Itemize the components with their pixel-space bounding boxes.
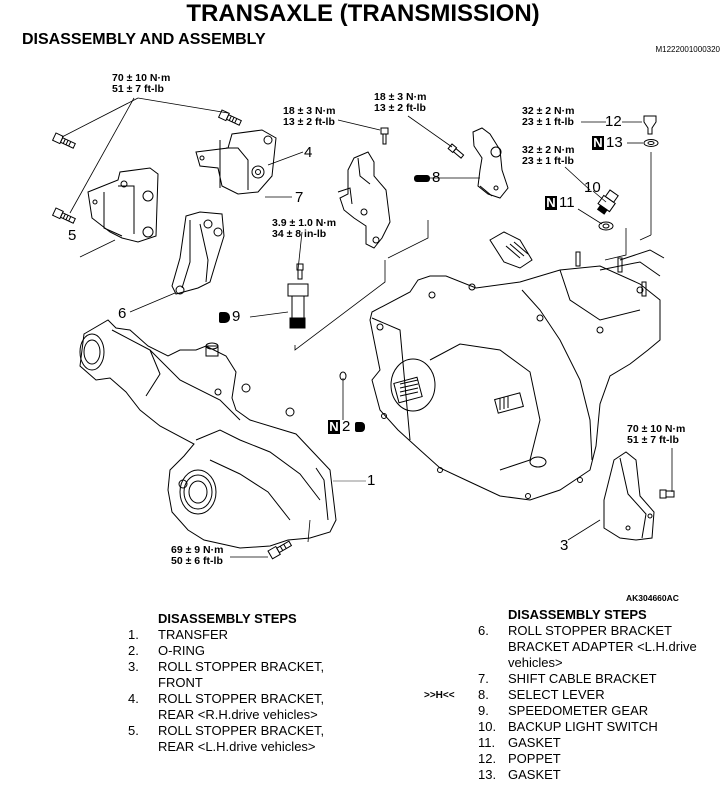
step-item: 2.O-RING (128, 643, 205, 658)
torque-spec-speedometer: 3.9 ± 1.0 N·m 34 ± 8 in-lb (272, 217, 337, 240)
torque-spec-poppet: 32 ± 2 N·m 23 ± 1 ft-lb (522, 105, 575, 128)
disassembly-steps-right: DISASSEMBLY STEPS 6.ROLL STOPPER BRACKET… (424, 607, 726, 783)
torque-spec-backup-switch: 32 ± 2 N·m 23 ± 1 ft-lb (522, 144, 575, 167)
step-item: 5.ROLL STOPPER BRACKET, (128, 723, 325, 738)
new-part-marker: N (545, 195, 557, 210)
step-item: 3.ROLL STOPPER BRACKET, (128, 659, 325, 674)
gear-oil-icon (219, 311, 230, 323)
callout-8: 8 (414, 170, 440, 186)
figure-id: AK304660AC (626, 593, 679, 603)
bolt-a (51, 132, 76, 149)
step-item: 13.GASKET (478, 767, 561, 782)
step-item: 12.POPPET (478, 751, 561, 766)
roll-stopper-bracket-rear-lh (87, 167, 159, 243)
disassembly-steps-left: DISASSEMBLY STEPS 1.TRANSFER 2.O-RING 3.… (128, 611, 388, 755)
torque-spec-shift-bracket: 18 ± 3 N·m 13 ± 2 ft-lb (283, 105, 336, 128)
section-subtitle: DISASSEMBLY AND ASSEMBLY (22, 31, 266, 48)
shift-cable-bracket (337, 151, 391, 249)
bolt-shift-bracket (380, 127, 389, 145)
step-item: 11.GASKET (478, 735, 561, 750)
bolt-select-lever (447, 143, 465, 159)
steps-heading: DISASSEMBLY STEPS (158, 611, 297, 626)
step-item: 10.BACKUP LIGHT SWITCH (478, 719, 658, 734)
callout-4: 4 (304, 144, 313, 161)
gasket-13 (643, 139, 659, 147)
step-item: 4.ROLL STOPPER BRACKET, (128, 691, 325, 706)
new-part-marker: N (592, 135, 604, 150)
leader-lines (61, 97, 673, 558)
bolt-c (51, 207, 76, 224)
roll-stopper-bracket-adapter (171, 211, 225, 295)
gasket-11 (598, 221, 614, 231)
o-ring (339, 371, 347, 381)
document-id: M1222001000320 (655, 45, 720, 54)
grease-gun-icon (414, 174, 430, 182)
service-point-marker: >>H<< (424, 690, 455, 701)
step-item: 6.ROLL STOPPER BRACKET (478, 623, 672, 638)
step-item: 1.TRANSFER (128, 627, 229, 642)
callout-6: 6 (118, 305, 127, 322)
torque-spec-front-bracket: 70 ± 10 N·m 51 ± 7 ft-lb (627, 423, 686, 446)
gear-oil-icon (354, 422, 365, 433)
step-item: 7.SHIFT CABLE BRACKET (478, 671, 657, 686)
callout-9: 9 (219, 309, 240, 325)
page-title: TRANSAXLE (TRANSMISSION) (186, 0, 540, 27)
exploded-view-diagram (51, 97, 675, 560)
callout-1: 1 (367, 472, 376, 489)
backup-light-switch (596, 189, 619, 215)
steps-heading: DISASSEMBLY STEPS (508, 607, 647, 622)
new-part-marker: N (328, 419, 340, 434)
roll-stopper-bracket-front (603, 451, 675, 541)
torque-spec-select-lever: 18 ± 3 N·m 13 ± 2 ft-lb (374, 91, 427, 114)
transfer-case (79, 319, 337, 560)
speedometer-gear (287, 263, 309, 329)
callout-5: 5 (68, 227, 77, 244)
step-item: 9.SPEEDOMETER GEAR (478, 703, 649, 718)
callout-3: 3 (560, 537, 569, 554)
transaxle-case (369, 231, 665, 501)
roll-stopper-bracket-rear-rh (195, 129, 277, 195)
torque-spec-roll-stopper-rear: 70 ± 10 N·m 51 ± 7 ft-lb (112, 72, 171, 95)
select-lever (472, 127, 509, 199)
bolt-b (217, 109, 242, 126)
callout-10: 10 (584, 179, 601, 196)
callout-12: 12 (605, 113, 622, 130)
poppet (643, 115, 657, 135)
callout-7: 7 (295, 189, 304, 206)
torque-spec-transfer: 69 ± 9 N·m 50 ± 6 ft-lb (171, 544, 224, 567)
step-item: >>H<< 8.SELECT LEVER (424, 687, 605, 702)
